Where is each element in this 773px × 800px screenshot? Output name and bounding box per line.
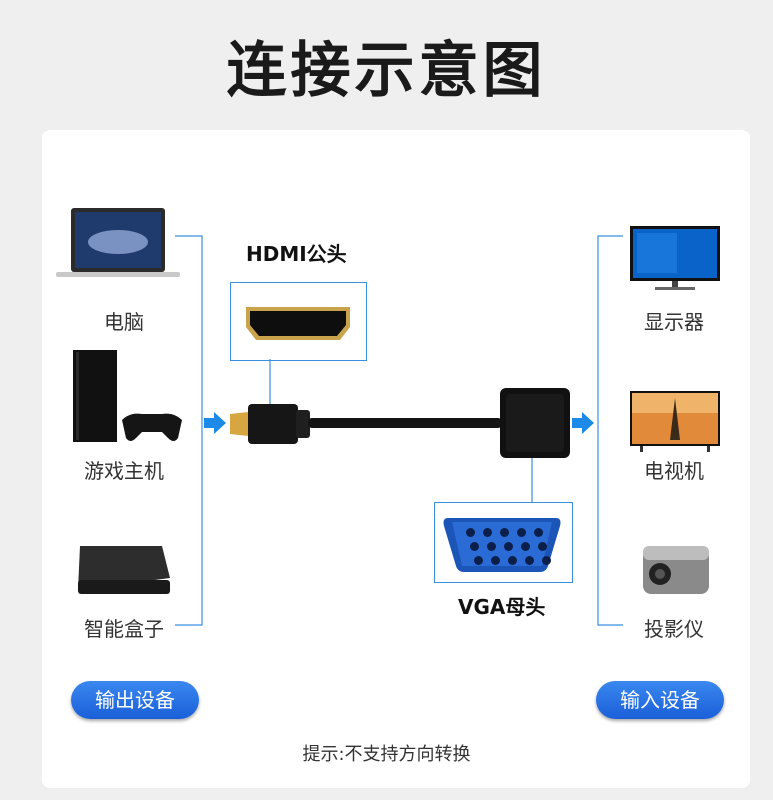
vga-pin	[517, 528, 526, 537]
input-device-monitor: 显示器	[644, 310, 704, 334]
laptop-icon	[56, 208, 180, 277]
output-device-box: 智能盒子	[84, 617, 164, 641]
hdmi-box	[230, 282, 367, 361]
vga-pin	[508, 556, 517, 565]
game-console-icon	[73, 350, 182, 442]
vga-pin	[466, 528, 475, 537]
output-bracket	[175, 235, 203, 626]
vga-pin	[500, 528, 509, 537]
vga-label: VGA母头	[458, 595, 546, 619]
vga-pin	[491, 556, 500, 565]
right-arrow-icon	[572, 412, 594, 434]
output-device-console: 游戏主机	[84, 459, 164, 483]
vga-pin	[474, 556, 483, 565]
monitor-icon	[630, 226, 720, 290]
vga-pin	[542, 556, 551, 565]
smart-box-icon	[78, 546, 170, 594]
vga-box	[434, 502, 573, 583]
hdmi-port-icon	[246, 307, 350, 340]
input-device-projector: 投影仪	[644, 617, 704, 641]
input-bracket	[597, 235, 623, 626]
input-devices-badge: 输入设备	[596, 681, 724, 719]
vga-pin	[538, 542, 547, 551]
page-title: 连接示意图	[226, 36, 547, 106]
vga-pin	[483, 528, 492, 537]
tv-icon	[630, 391, 720, 452]
projector-icon	[643, 546, 709, 594]
output-devices-badge: 输出设备	[71, 681, 199, 719]
vga-pin	[521, 542, 530, 551]
direction-note: 提示:不支持方向转换	[302, 744, 471, 765]
vga-pin	[470, 542, 479, 551]
vga-pin	[525, 556, 534, 565]
input-device-tv: 电视机	[644, 459, 704, 483]
vga-pin	[504, 542, 513, 551]
vga-adapter	[500, 388, 570, 458]
left-arrow-icon	[204, 412, 226, 434]
output-device-pc: 电脑	[104, 310, 144, 334]
hdmi-label: HDMI公头	[246, 242, 347, 266]
vga-pin	[487, 542, 496, 551]
hdmi-cable	[230, 404, 502, 444]
vga-pin	[534, 528, 543, 537]
